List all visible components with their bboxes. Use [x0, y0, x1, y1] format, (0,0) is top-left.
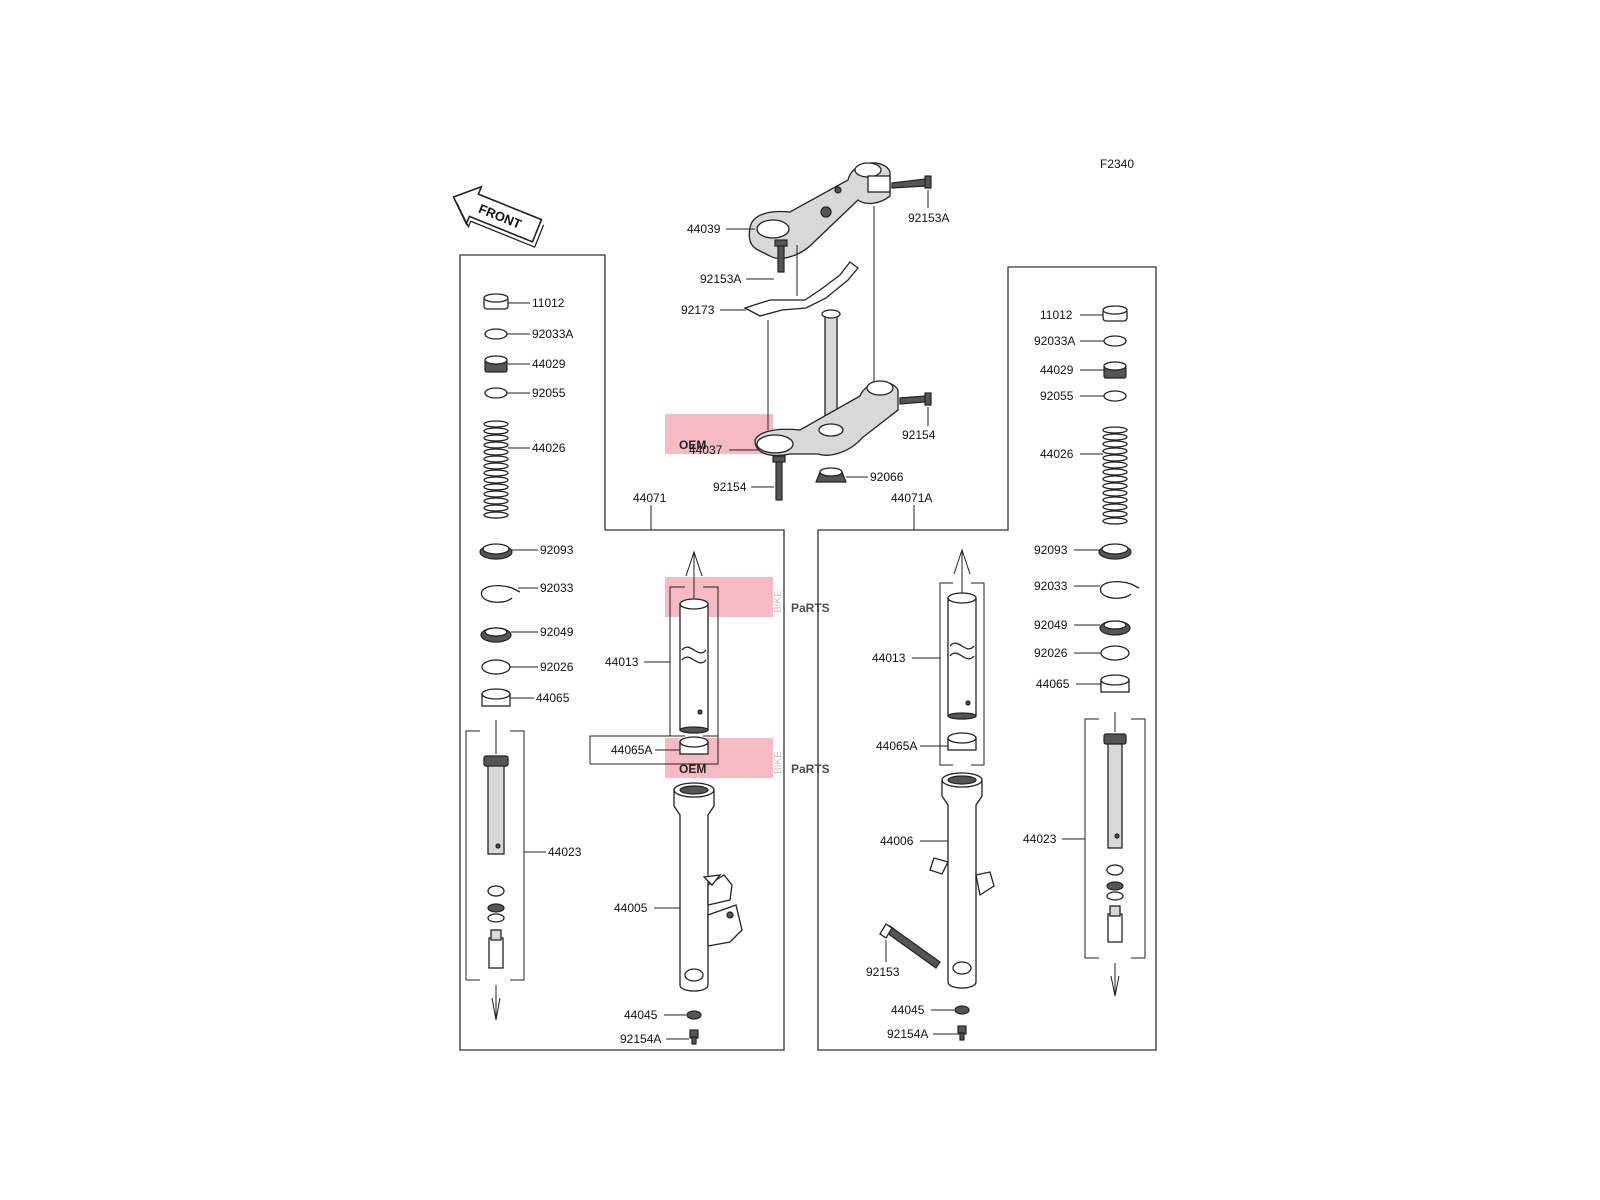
label-right-spring: 44026 [1040, 447, 1074, 461]
label-right-axle-bolt: 92153 [866, 965, 900, 979]
stem-shaft-part [824, 313, 838, 425]
label-stem-bracket: 44037 [689, 443, 723, 457]
label-left-gasket: 44045 [624, 1008, 658, 1022]
left-inner-tube-part [679, 598, 709, 734]
left-cap-part [483, 293, 509, 310]
stem-bracket-part [754, 381, 899, 457]
right-outer-tube-part [929, 772, 995, 989]
label-left-adjuster: 44029 [532, 357, 566, 371]
watermark-parts: PaRTS [791, 762, 830, 776]
label-stem-nut: 92066 [870, 470, 904, 484]
label-left-bushing: 44065 [536, 691, 570, 705]
label-right-oil-seal: 92049 [1034, 618, 1068, 632]
front-arrow-icon: FRONT [452, 185, 545, 248]
right-inner-tube-part [947, 592, 977, 720]
label-right-gasket: 44045 [891, 1003, 925, 1017]
right-adjuster-part [1103, 361, 1127, 379]
label-left-o-ring: 92033A [532, 327, 573, 341]
label-bolt-upper-right: 92153A [908, 211, 949, 225]
left-bolt-bottom-part [689, 1029, 699, 1045]
left-fork-group: 44071 11012 92033A 44029 92055 [459, 254, 785, 1051]
label-left-spring: 44026 [532, 441, 566, 455]
label-left-circlip: 92033 [540, 581, 574, 595]
label-left-bolt-bottom: 92154A [620, 1032, 661, 1046]
left-cylinder-part [483, 755, 509, 969]
label-left-o-ring-2: 92055 [532, 386, 566, 400]
right-bushing-a-part [947, 732, 977, 751]
label-left-dust-seal: 92093 [540, 543, 574, 557]
label-left-bushing-a: 44065A [611, 743, 652, 757]
label-right-o-ring: 92033A [1034, 334, 1075, 348]
left-o-ring-2-part [484, 387, 508, 399]
label-right-bolt-bottom: 92154A [887, 1027, 928, 1041]
label-left-oil-seal: 92049 [540, 625, 574, 639]
watermark-oem: OEM [679, 438, 706, 452]
right-fork-group: 44071A 11012 92033A 44029 92055 [817, 266, 1157, 1051]
label-right-dust-seal: 92093 [1034, 543, 1068, 557]
label-left-cap: 11012 [532, 296, 565, 310]
left-oil-seal-part [480, 627, 512, 643]
label-right-bushing: 44065 [1036, 677, 1070, 691]
right-o-ring-part [1103, 335, 1127, 347]
left-gasket-part [686, 1010, 702, 1020]
label-right-inner-tube: 44013 [872, 651, 906, 665]
watermark-parts: PaRTS [791, 601, 830, 615]
left-washer-part [481, 659, 511, 675]
watermark-bike: BIKE [773, 590, 784, 613]
right-oil-seal-part [1099, 620, 1131, 636]
right-cap-part [1102, 305, 1128, 322]
left-adjuster-part [484, 355, 508, 373]
diagram-code: F2340 [1100, 157, 1134, 171]
left-dust-seal-part [479, 543, 513, 560]
right-cylinder-part [1103, 733, 1127, 943]
label-right-washer: 92026 [1034, 646, 1068, 660]
right-bushing-part [1100, 674, 1130, 693]
label-left-inner-tube: 44013 [605, 655, 639, 669]
label-left-cylinder: 44023 [548, 845, 582, 859]
label-bracket: 92173 [681, 303, 715, 317]
label-bolt-stem-left: 92154 [713, 480, 747, 494]
watermark-bike: BIKE [773, 751, 784, 774]
label-left-washer: 92026 [540, 660, 574, 674]
label-right-assembly: 44071A [891, 491, 932, 505]
label-right-bushing-a: 44065A [876, 739, 917, 753]
label-left-outer-tube: 44005 [614, 901, 648, 915]
left-outer-tube-part [673, 782, 743, 992]
label-right-circlip: 92033 [1034, 579, 1068, 593]
left-circlip-part [480, 585, 521, 603]
left-spring-part [483, 420, 509, 519]
label-right-outer-tube: 44006 [880, 834, 914, 848]
left-bushing-a-part [679, 736, 709, 755]
label-handlebar-holder: 44039 [687, 222, 721, 236]
label-right-cylinder: 44023 [1023, 832, 1057, 846]
label-bolt-stem-right: 92154 [902, 428, 936, 442]
label-right-o-ring-2: 92055 [1040, 389, 1074, 403]
steering-assembly [743, 162, 932, 501]
bracket-part [743, 261, 859, 317]
right-circlip-part [1099, 581, 1140, 599]
right-washer-part [1100, 645, 1130, 661]
right-dust-seal-part [1098, 543, 1132, 560]
right-spring-part [1102, 426, 1128, 525]
label-right-adjuster: 44029 [1040, 363, 1074, 377]
label-right-cap: 11012 [1040, 308, 1073, 322]
right-axle-bolt-part [879, 923, 941, 969]
label-bolt-upper-left: 92153A [700, 272, 741, 286]
right-bolt-bottom-part [957, 1025, 967, 1041]
watermark-oem: OEM [679, 762, 706, 776]
right-gasket-part [954, 1005, 970, 1015]
label-left-assembly: 44071 [633, 491, 667, 505]
left-o-ring-part [484, 328, 508, 340]
right-o-ring-2-part [1103, 390, 1127, 402]
left-bushing-part [481, 688, 511, 707]
